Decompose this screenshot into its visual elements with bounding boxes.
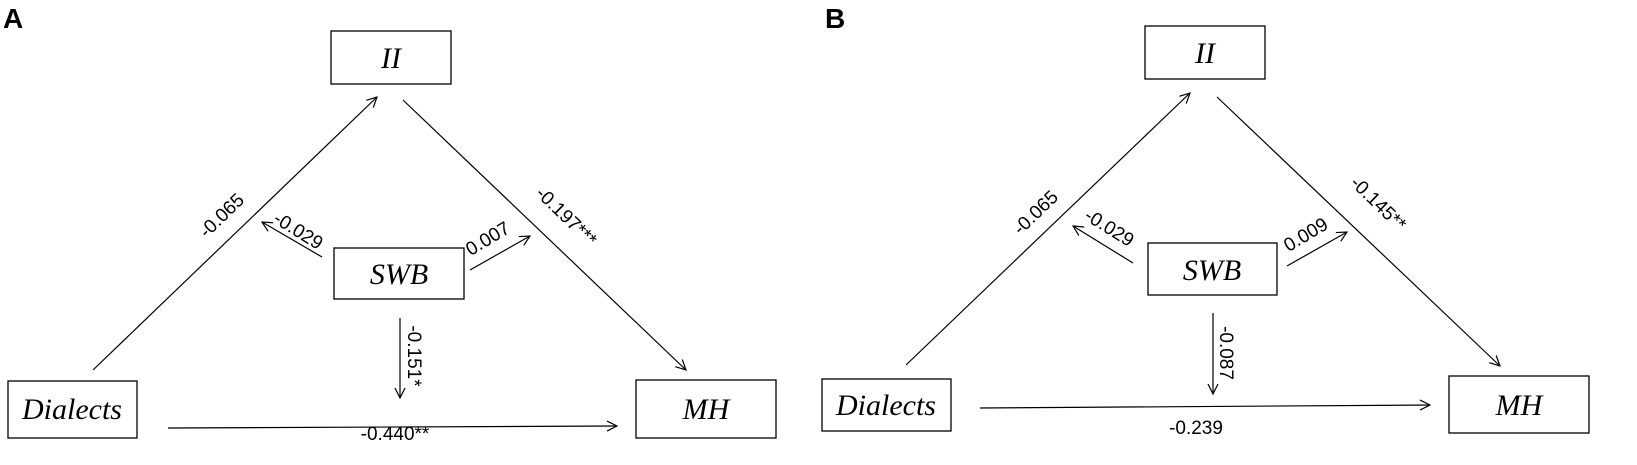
node-swb-label: SWB: [370, 258, 428, 291]
panel-a-label: A: [3, 3, 23, 34]
coef-swb-down: -0.087: [1215, 326, 1236, 380]
node-ii: II: [330, 30, 452, 85]
coef-dialects-mh: -0.440**: [361, 424, 430, 445]
arrow-ii-to-mh: [402, 99, 686, 370]
node-mh-label: MH: [1495, 389, 1545, 422]
node-ii: II: [1144, 25, 1266, 80]
node-swb: SWB: [1147, 242, 1278, 296]
panel-a: A II SWB Dialects MH -0.065 -0.029 0.007…: [3, 3, 777, 445]
arrow-dialects-to-mh: [979, 405, 1430, 408]
node-swb-label: SWB: [1183, 254, 1241, 287]
coef-swb-mh: 0.009: [1280, 214, 1332, 256]
node-ii-label: II: [1194, 37, 1217, 70]
arrow-swb-to-mh: [1286, 232, 1347, 267]
coef-ii-mh: -0.197***: [531, 183, 601, 251]
node-ii-label: II: [380, 42, 403, 75]
coef-swb-ii: -0.029: [1081, 205, 1138, 251]
arrow-dialects-to-mh: [167, 426, 617, 428]
node-dialects: Dialects: [7, 380, 138, 439]
arrow-swb-to-ii: [262, 222, 323, 258]
coef-ii-mh: -0.145**: [1346, 173, 1410, 236]
node-mh: MH: [1448, 375, 1590, 434]
arrow-swb-to-mh: [469, 236, 530, 271]
node-mh: MH: [635, 379, 777, 439]
arrow-dialects-to-ii: [92, 97, 377, 371]
coef-swb-down: -0.151*: [403, 325, 424, 387]
node-mh-label: MH: [682, 393, 732, 426]
coef-dialects-mh: -0.239: [1169, 418, 1223, 439]
node-dialects-label: Dialects: [835, 389, 936, 422]
coef-dialects-ii: -0.065: [1010, 187, 1063, 240]
panel-b: B II SWB Dialects MH -0.065 -0.029 0.009…: [821, 3, 1590, 439]
coef-swb-mh: 0.007: [462, 218, 514, 260]
arrow-ii-to-mh: [1216, 96, 1500, 366]
arrow-swb-to-ii: [1073, 226, 1134, 264]
arrow-dialects-to-ii: [905, 93, 1190, 366]
node-dialects: Dialects: [821, 378, 952, 432]
coef-dialects-ii: -0.065: [196, 190, 249, 243]
node-swb: SWB: [333, 247, 465, 300]
panel-b-label: B: [825, 3, 845, 34]
node-dialects-label: Dialects: [21, 393, 122, 426]
